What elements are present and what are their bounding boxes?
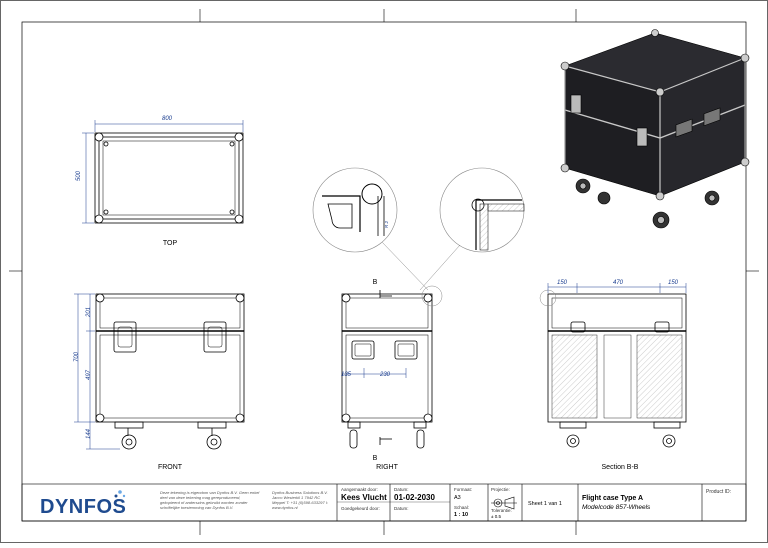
date-value: 01-02-2030 [394, 493, 435, 502]
right-view [341, 285, 443, 449]
tolerance-label: Tolerantie: [491, 508, 512, 513]
company-logo: DYNFOS [40, 496, 127, 518]
disclaimer-text: Deze tekening is eigendom van Dynfos B.V… [160, 490, 260, 510]
drawing-subtitle: Modelcode 857-Wheels [582, 504, 651, 511]
dim-section-right: 150 [668, 280, 679, 286]
label-front: FRONT [157, 464, 183, 471]
dim-handle-width: 230 [380, 372, 391, 378]
format-label: Formaat: [454, 487, 473, 492]
detail-circle-left [312, 167, 429, 291]
front-view [95, 293, 245, 450]
detail-circle-right [419, 167, 525, 291]
dim-top-depth: 500 [76, 170, 83, 182]
front-dimensions [74, 293, 120, 450]
case-isometric [560, 29, 750, 229]
scale-label: Schaal: [454, 505, 470, 510]
dim-detail-radius: R 2 [384, 220, 390, 229]
label-section: Section B-B [601, 464, 639, 471]
dim-section-left: 150 [557, 280, 568, 286]
section-dimensions [547, 283, 687, 293]
top-view [94, 132, 244, 224]
title-block [21, 483, 747, 522]
label-top: TOP [162, 240, 178, 247]
drawing-title: Flight case Type A [582, 495, 644, 502]
dim-front-wheels: 144 [86, 428, 93, 440]
right-dimensions [342, 368, 407, 378]
section-marker-top: B [372, 279, 378, 286]
label-right: RIGHT [376, 464, 398, 471]
projection-label: Projectie: [491, 487, 510, 492]
section-marker-bottom: B [372, 455, 378, 462]
dim-front-body: 497 [86, 369, 93, 381]
company-address: Dynfos Business Solutions B.V. Jacco Wes… [272, 490, 329, 510]
dim-top-width: 800 [162, 116, 173, 122]
tolerance-value: ± 0.5 [491, 514, 501, 519]
projection-symbol [491, 496, 517, 510]
zone-ticks [9, 9, 759, 535]
sheet-number: Sheet 1 van 1 [528, 501, 562, 507]
approved-by-label: Goedgekeurd door: [341, 506, 380, 511]
dim-section-mid: 470 [613, 280, 624, 286]
dim-front-lid: 201 [86, 306, 93, 318]
dim-handle-offset: 135 [341, 372, 352, 378]
section-view [539, 289, 687, 448]
format-value: A3 [454, 495, 461, 501]
date-label: Datum: [394, 487, 409, 492]
product-id-label: Product ID: [706, 489, 732, 495]
top-dimensions [82, 120, 244, 224]
drawn-by-label: Aangemaakt door: [341, 487, 378, 492]
drawn-by-value: Kees Vlucht [341, 493, 387, 502]
date2-label: Datum: [394, 506, 409, 511]
scale-value: 1 : 10 [454, 512, 469, 518]
dim-front-total: 700 [74, 351, 81, 363]
section-cut-line [379, 290, 392, 445]
logo-mark [114, 490, 126, 501]
